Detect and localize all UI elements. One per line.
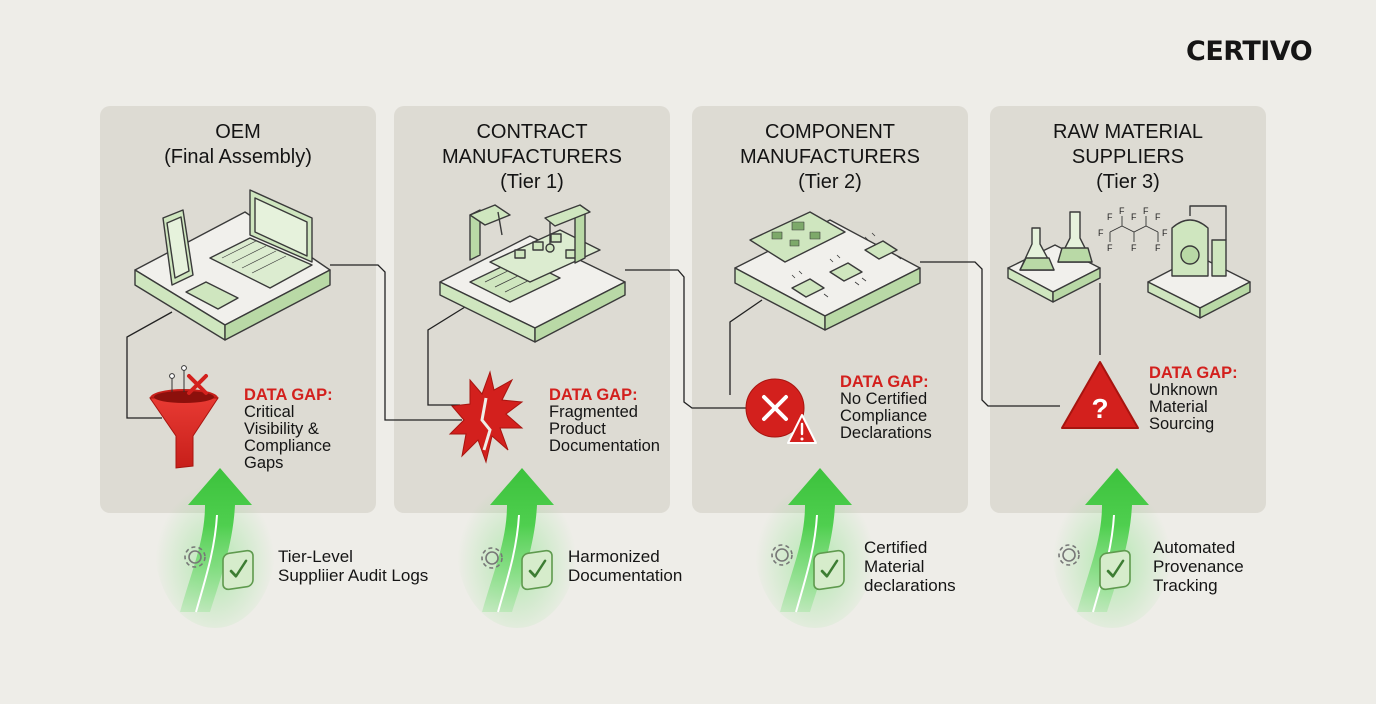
circuit-components-icon: [734, 211, 921, 331]
gear-icon: [481, 547, 503, 569]
gap-line: Visibility &: [244, 420, 319, 438]
fluorine-molecule-icon: F F F F F F F F F F: [1098, 206, 1168, 253]
connector-contract: [427, 306, 466, 406]
tier-title-raw: RAW MATERIAL SUPPLIERS (Tier 3): [990, 120, 1266, 195]
solution-arrow-1: [155, 468, 275, 628]
check-badge-icon: [222, 549, 254, 591]
solution-text-oem: Tier-Level Suppliier Audit Logs: [278, 547, 428, 585]
check-badge-icon: [813, 549, 845, 591]
tier-title-component: COMPONENT MANUFACTURERS (Tier 2): [692, 120, 968, 195]
title-line: MANUFACTURERS: [739, 146, 920, 168]
f-label: F: [1131, 212, 1137, 222]
data-gap-text-raw: Unknown Material Sourcing: [1149, 382, 1218, 433]
tier-panel-raw: [990, 106, 1266, 513]
gap-line: Declarations: [840, 424, 932, 442]
title-line: (Tier 2): [798, 171, 862, 193]
solution-line: Documentation: [568, 566, 683, 585]
connector-lines: [126, 261, 1101, 421]
tier-title-oem: OEM (Final Assembly): [100, 120, 376, 170]
connector-component: [729, 299, 763, 395]
solution-arrow-3: [755, 468, 875, 628]
title-line: CONTRACT: [476, 121, 588, 143]
solution-text-contract: Harmonized Documentation: [568, 547, 682, 585]
no-certification-icon: [745, 378, 817, 444]
oem-devices-icon: [134, 189, 331, 341]
title-line: OEM: [215, 121, 261, 143]
title-line: (Tier 1): [500, 171, 564, 193]
certivo-logo: CERTIVO: [1186, 36, 1313, 67]
solution-arrow-4: [1052, 468, 1172, 628]
gear-icon: [771, 544, 793, 566]
connector-contract-component: [625, 269, 748, 409]
gear-icon: [1058, 544, 1080, 566]
lab-flasks-icon: [1007, 205, 1251, 319]
solution-text-raw: Automated Provenance Tracking: [1153, 538, 1244, 595]
data-gap-text-oem: Critical Visibility & Compliance Gaps: [244, 404, 331, 472]
gap-line: Critical: [244, 403, 295, 421]
gap-line: Fragmented: [549, 403, 638, 421]
gap-line: Compliance: [840, 407, 928, 425]
connector-component-raw: [920, 261, 1060, 407]
f-label: F: [1162, 228, 1168, 238]
gap-line: Gaps: [244, 454, 284, 472]
f-label: F: [1119, 206, 1125, 216]
title-line: RAW MATERIAL: [1052, 121, 1203, 143]
gap-line: Material: [1149, 398, 1208, 416]
gap-line: Product: [549, 420, 606, 438]
solution-line: Suppliier Audit Logs: [278, 566, 429, 585]
f-label: F: [1131, 243, 1137, 253]
check-badge-icon: [1099, 549, 1131, 591]
title-line: (Final Assembly): [164, 146, 312, 168]
gap-line: Sourcing: [1149, 415, 1215, 433]
data-gap-label-component: DATA GAP:: [840, 373, 929, 391]
f-label: F: [1155, 243, 1161, 253]
f-label: F: [1107, 243, 1113, 253]
data-gap-text-component: No Certified Compliance Declarations: [840, 391, 932, 442]
title-line: (Tier 3): [1096, 171, 1160, 193]
gap-line: Documentation: [549, 437, 660, 455]
assembly-line-icon: [439, 204, 626, 343]
f-label: F: [1098, 228, 1104, 238]
unknown-source-icon: ?: [1061, 361, 1139, 429]
data-gap-label-oem: DATA GAP:: [244, 386, 333, 404]
gap-line: Unknown: [1149, 381, 1218, 399]
tier-title-contract: CONTRACT MANUFACTURERS (Tier 1): [394, 120, 670, 195]
check-badges: [222, 549, 1131, 591]
title-line: SUPPLIERS: [1071, 146, 1185, 168]
f-label: F: [1143, 206, 1149, 216]
data-gap-text-contract: Fragmented Product Documentation: [549, 404, 660, 455]
solution-text-component: Certified Material declarations: [864, 538, 956, 595]
f-label: F: [1155, 212, 1161, 222]
gear-icons: [184, 544, 1080, 569]
data-gap-label-contract: DATA GAP:: [549, 386, 638, 404]
svg-text:?: ?: [1091, 393, 1108, 424]
solution-line: Automated: [1153, 538, 1236, 557]
gear-icon: [184, 546, 206, 568]
solution-line: Material: [864, 557, 925, 576]
solution-line: Harmonized: [568, 547, 660, 566]
solution-line: Provenance: [1153, 557, 1244, 576]
solution-line: declarations: [864, 576, 956, 595]
fragment-burst-icon: [448, 370, 524, 464]
solution-line: Certified: [864, 538, 928, 557]
funnel-icon: [149, 365, 219, 469]
f-label: F: [1107, 212, 1113, 222]
connector-oem-contract: [330, 264, 462, 421]
connector-oem: [126, 311, 173, 419]
title-line: COMPONENT: [765, 121, 895, 143]
solution-line: Tier-Level: [278, 547, 353, 566]
data-gap-label-raw: DATA GAP:: [1149, 364, 1238, 382]
gap-line: Compliance: [244, 437, 332, 455]
check-badge-icon: [521, 549, 553, 591]
title-line: MANUFACTURERS: [441, 146, 622, 168]
solution-line: Tracking: [1153, 576, 1218, 595]
solution-arrow-2: [457, 468, 577, 628]
gap-line: No Certified: [840, 390, 928, 408]
